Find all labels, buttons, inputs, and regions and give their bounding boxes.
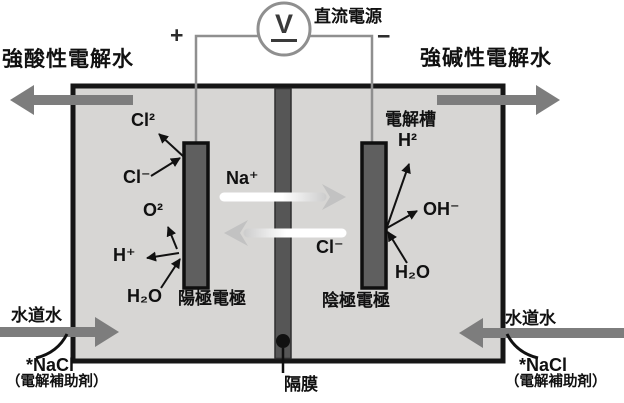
cl2-label: Cl² — [131, 110, 155, 130]
h2-label: H² — [398, 130, 417, 150]
cl-ion-arrow — [224, 220, 347, 246]
nacl-label-right: *NaCl — [519, 355, 568, 375]
clminus-mid-label: Cl⁻ — [316, 237, 344, 257]
h2o-anode-label: H₂O — [127, 286, 162, 306]
cathode-label: 陰極電極 — [322, 291, 390, 310]
alkaline-water-output-arrow — [437, 85, 560, 115]
voltmeter-symbol: V — [268, 9, 300, 42]
cathode-electrode — [360, 141, 388, 290]
na-ion-arrow — [219, 184, 346, 210]
nacl-leader-left — [35, 333, 69, 360]
voltmeter-circle — [256, 1, 312, 57]
anode-label: 陽極電極 — [178, 289, 246, 308]
tap-water-inlet-arrow-right — [459, 318, 624, 348]
minus-terminal: − — [377, 23, 391, 49]
arrow-anode-to-hplus — [146, 251, 180, 262]
acidic-water-output-arrow — [10, 85, 133, 115]
nacl-note-left: （電解補助剤） — [6, 374, 108, 390]
membrane-bar — [274, 87, 292, 360]
arrow-anode-to-o2 — [166, 226, 178, 250]
o2-label: O² — [143, 200, 163, 220]
nacl-note-right: （電解補助剤） — [505, 374, 607, 390]
wire-left — [194, 34, 258, 144]
alkaline-water-title: 強碱性電解水 — [420, 47, 552, 70]
arrow-anode-to-cl2 — [158, 133, 185, 158]
acidic-water-title: 強酸性電解水 — [2, 48, 134, 71]
membrane-label: 隔膜 — [284, 375, 318, 394]
nacl-label-left: *NaCl — [26, 355, 75, 375]
wire-right — [310, 34, 374, 144]
arrow-clminus-to-anode — [150, 157, 181, 177]
anode-electrode — [182, 141, 210, 290]
vessel-label: 電解槽 — [385, 110, 436, 129]
tap-water-label-right: 水道水 — [505, 309, 556, 328]
ohminus-label: OH⁻ — [423, 199, 460, 219]
tap-water-label-left: 水道水 — [11, 306, 62, 325]
nacl-leader-right — [505, 333, 539, 360]
tap-water-inlet-arrow-left — [0, 317, 119, 347]
plus-terminal: + — [170, 22, 184, 48]
arrow-h2o-to-anode — [160, 258, 181, 289]
naplus-label: Na⁺ — [226, 168, 259, 188]
arrow-cathode-to-h2 — [386, 163, 411, 228]
hplus-label: H⁺ — [113, 245, 136, 265]
arrow-cathode-to-ohminus — [386, 210, 418, 229]
arrow-h2o-to-cathode — [387, 231, 408, 264]
clminus-label: Cl⁻ — [123, 167, 151, 187]
membrane-pointer-dot — [276, 334, 290, 348]
dc-power-label: 直流電源 — [314, 7, 382, 26]
h2o-cathode-label: H₂O — [395, 262, 430, 282]
